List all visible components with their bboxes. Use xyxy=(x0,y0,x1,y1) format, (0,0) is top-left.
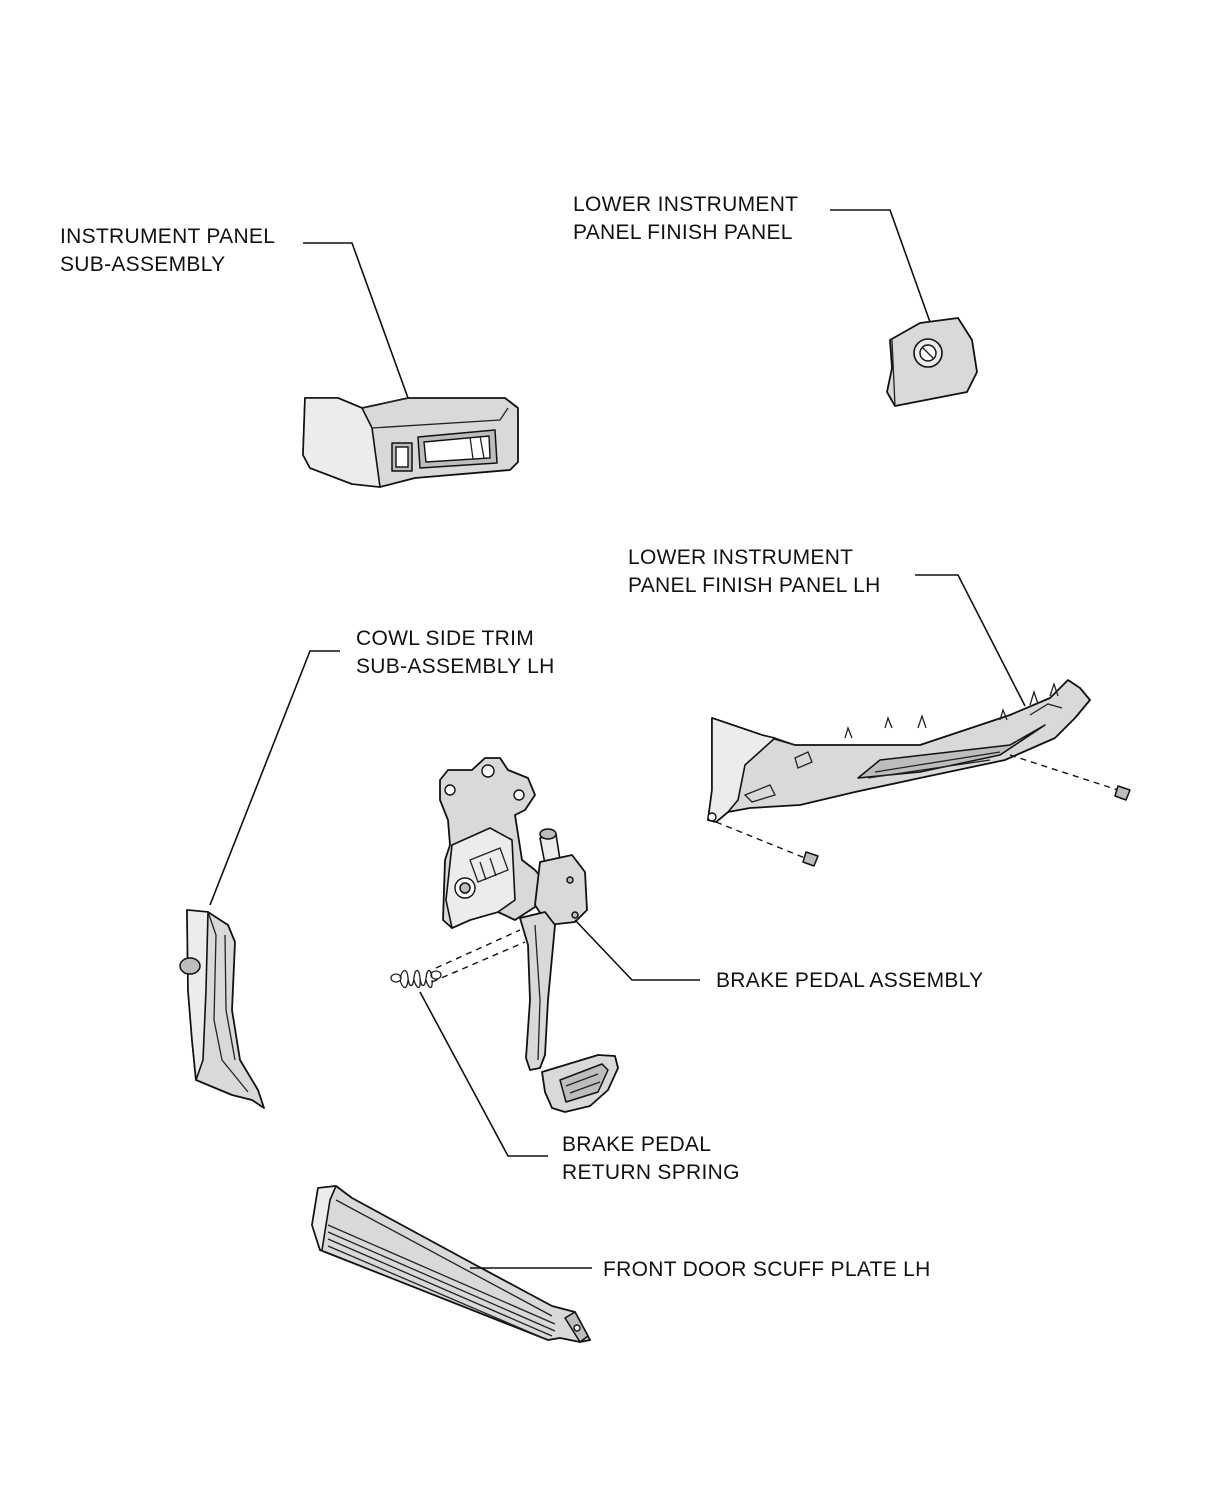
brake-pedal-assembly-part xyxy=(439,757,619,1113)
instrument-panel-label: INSTRUMENT PANEL SUB-ASSEMBLY xyxy=(60,225,281,276)
front-door-scuff-plate-lh-part xyxy=(311,1185,591,1343)
lower-finish-panel-leader xyxy=(830,209,931,323)
lower-instrument-panel-finish-panel-part xyxy=(886,317,978,407)
instrument-panel-sub-assembly-part xyxy=(302,397,519,488)
clip-bolt-1 xyxy=(802,851,819,867)
instrument-panel-leader xyxy=(303,242,409,399)
brake-pedal-assembly-label: BRAKE PEDAL ASSEMBLY xyxy=(716,969,983,992)
lower-instrument-panel-finish-panel-lh-part xyxy=(707,679,1091,823)
cowl-side-trim-label: COWL SIDE TRIM SUB-ASSEMBLY LH xyxy=(356,627,555,678)
scuff-plate-label: FRONT DOOR SCUFF PLATE LH xyxy=(603,1258,931,1281)
lower-finish-panel-label: LOWER INSTRUMENT PANEL FINISH PANEL xyxy=(573,193,804,244)
cowl-side-trim-leader xyxy=(209,650,340,906)
brake-pedal-return-spring-part xyxy=(390,969,442,989)
clip-bolt-2 xyxy=(1114,785,1131,801)
return-spring-label: BRAKE PEDAL RETURN SPRING xyxy=(562,1133,740,1184)
lower-finish-panel-lh-leader xyxy=(915,574,1026,707)
cowl-side-trim-sub-assembly-lh-part xyxy=(179,909,265,1109)
brake-pedal-assembly-leader xyxy=(574,919,700,981)
lower-finish-panel-lh-label: LOWER INSTRUMENT PANEL FINISH PANEL LH xyxy=(628,546,881,597)
return-spring-leader xyxy=(419,991,548,1157)
